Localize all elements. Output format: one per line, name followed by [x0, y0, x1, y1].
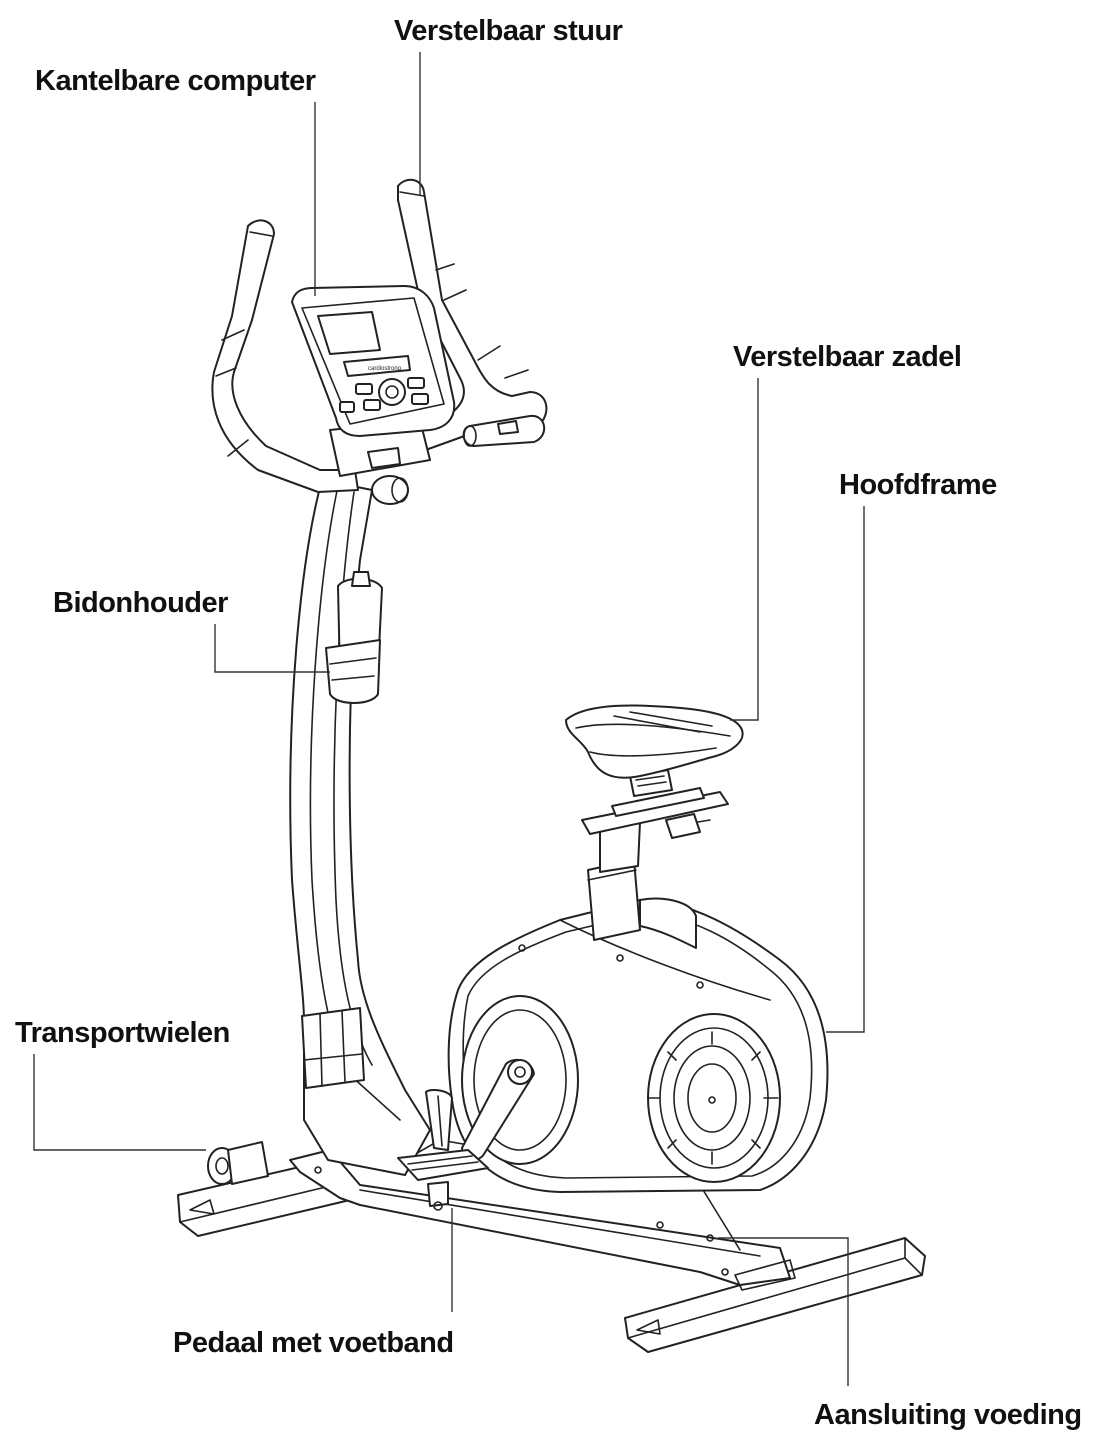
leader-frame [826, 506, 865, 1033]
label-bottle: Bidonhouder [53, 587, 228, 619]
pedal-assembly [397, 1058, 535, 1211]
transport-wheel [207, 1141, 269, 1185]
main-housing [447, 897, 829, 1193]
label-saddle: Verstelbaar zadel [733, 341, 961, 373]
label-handlebar: Verstelbaar stuur [394, 15, 623, 47]
label-pedal: Pedaal met voetband [173, 1327, 454, 1359]
console: cardiostrong [291, 285, 456, 437]
console-brand: cardiostrong [368, 366, 401, 372]
front-stabilizer [624, 1237, 926, 1353]
leader-saddle [730, 378, 759, 721]
label-computer: Kantelbare computer [35, 65, 316, 97]
leader-lines [33, 52, 865, 1386]
label-frame: Hoofdframe [839, 469, 997, 501]
bottle-holder [325, 571, 383, 704]
leader-wheels [33, 1054, 206, 1151]
leader-power [718, 1237, 849, 1386]
seat-assembly [565, 704, 744, 941]
callout-labels: Verstelbaar stuur Kantelbare computer Ve… [15, 15, 1082, 1431]
label-wheels: Transportwielen [15, 1017, 230, 1049]
bike-illustration: cardiostrong [177, 178, 926, 1353]
upright-tube [289, 479, 431, 1176]
label-power: Aansluiting voeding [814, 1399, 1082, 1431]
leader-bottle [214, 624, 330, 673]
